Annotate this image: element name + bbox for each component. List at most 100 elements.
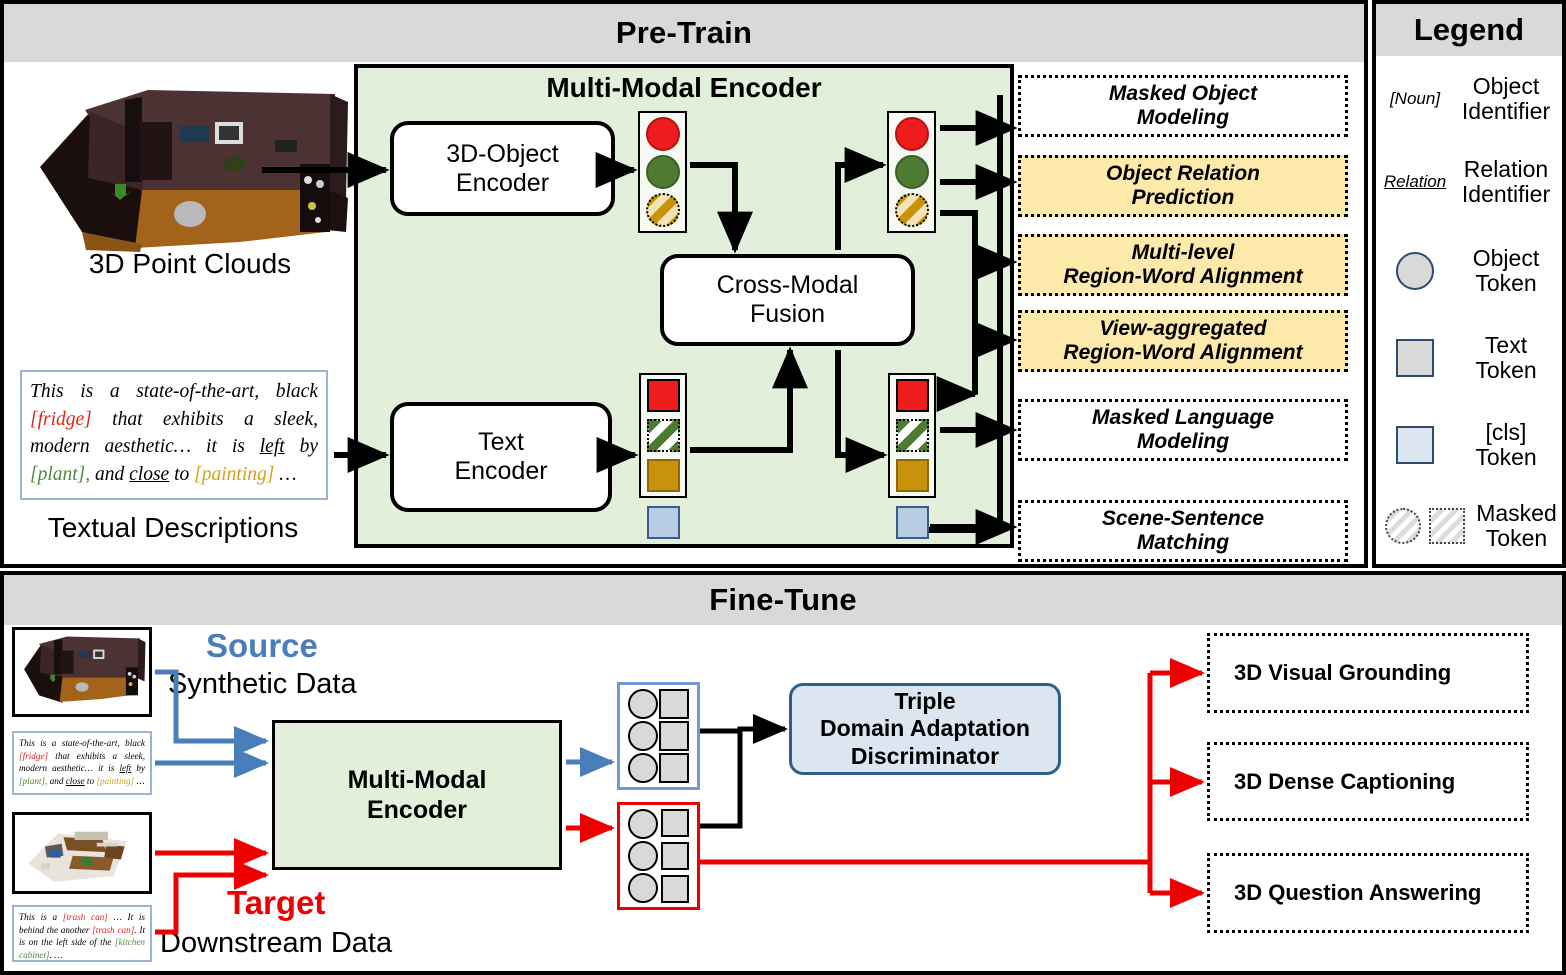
target-description-box: This is a [trash can] … It is behind the…	[12, 905, 152, 962]
domain-adaptation-discriminator-box[interactable]: Triple Domain Adaptation Discriminator	[789, 683, 1061, 775]
noun-bracket-icon: [Noun]	[1389, 89, 1441, 108]
object-token-stack-right	[887, 111, 936, 233]
target-object-token	[628, 841, 659, 871]
tgt-desc-seg1: This is a	[19, 912, 63, 922]
object-token-stack-left	[638, 111, 687, 233]
task-masked-object-modeling[interactable]: Masked Object Modeling	[1018, 75, 1348, 137]
src-desc-seg6: …	[134, 776, 145, 787]
text-token-icon	[1378, 339, 1452, 377]
source-object-token	[627, 689, 658, 719]
legend-label-text-token: Text Token	[1475, 331, 1537, 383]
object-token-green	[645, 155, 680, 189]
object-token-green-out	[894, 155, 929, 189]
text-token-red-out	[895, 379, 929, 412]
point-cloud-image	[30, 72, 350, 257]
task-view-aggregated-region-word-alignment[interactable]: View-aggregated Region-Word Alignment	[1018, 310, 1348, 372]
masked-object-token-out	[894, 193, 929, 227]
legend-item-object-token: Object Token	[1378, 235, 1560, 307]
masked-text-token	[646, 419, 680, 452]
cls-token-left	[647, 506, 680, 539]
target-object-token	[628, 809, 659, 839]
legend-title-bar: Legend	[1376, 4, 1562, 56]
object-token-icon	[1378, 252, 1452, 290]
desc-seg2: that exhibits a sleek, modern aesthetic……	[30, 408, 318, 458]
textual-description-box: This is a state-of-the-art, black [fridg…	[20, 370, 328, 500]
target-text-token	[660, 875, 689, 903]
multi-modal-encoder-title: Multi-Modal Encoder	[546, 72, 822, 103]
finetune-title: Fine-Tune	[709, 582, 857, 617]
desc-seg1: This is a state-of-the-art, black	[30, 381, 318, 402]
target-object-token	[628, 873, 659, 903]
desc-seg5: to	[169, 464, 195, 486]
text-token-gold-out	[895, 459, 929, 492]
text-token-red	[646, 379, 680, 412]
source-scene-image	[12, 627, 152, 717]
src-desc-painting: [painting]	[96, 776, 135, 787]
task-masked-language-modeling[interactable]: Masked Language Modeling	[1018, 399, 1348, 461]
object-token-red-out	[894, 117, 929, 151]
object-token-red	[645, 117, 680, 151]
downstream-task-3d-question-answering[interactable]: 3D Question Answering	[1207, 853, 1529, 933]
text-token-stack-left	[639, 373, 687, 498]
legend-label-cls-token: [cls] Token	[1475, 418, 1537, 470]
desc-noun-fridge: [fridge]	[30, 408, 92, 430]
task-scene-sentence-matching[interactable]: Scene-Sentence Matching	[1018, 500, 1348, 562]
cross-modal-fusion-box[interactable]: Cross-Modal Fusion	[660, 254, 915, 346]
desc-relation-close: close	[129, 464, 170, 486]
masked-text-token-out	[895, 419, 929, 452]
tgt-desc-seg2: … It is behind the another	[19, 912, 145, 935]
source-text-token	[659, 753, 690, 783]
task-multi-level-region-word-alignment[interactable]: Multi-level Region-Word Alignment	[1018, 234, 1348, 296]
desc-relation-left: left	[259, 436, 285, 458]
target-token-group	[617, 802, 700, 910]
masked-object-token	[645, 193, 680, 227]
src-desc-seg4: and	[47, 776, 66, 787]
text-encoder-box[interactable]: Text Encoder	[390, 402, 612, 512]
pretrain-title-bar: Pre-Train	[4, 4, 1364, 62]
target-sublabel: Downstream Data	[160, 927, 393, 959]
src-desc-seg2: that exhibits a sleek, modern aesthetic……	[19, 750, 145, 774]
finetune-title-bar: Fine-Tune	[4, 575, 1562, 625]
target-text-token	[660, 842, 689, 870]
tgt-desc-seg4: . …	[49, 950, 63, 961]
cls-token-icon	[1378, 426, 1452, 464]
legend-item-object-identifier: [Noun] Object Identifier	[1378, 63, 1560, 135]
legend-item-cls-token: [cls] Token	[1378, 409, 1560, 481]
pretrain-title: Pre-Train	[615, 15, 753, 50]
cls-token-right	[896, 506, 929, 539]
target-label: Target	[227, 884, 326, 921]
masked-token-icon	[1378, 508, 1473, 544]
src-desc-seg1: This is a state-of-the-art, black	[19, 738, 145, 748]
src-desc-plant: [plant],	[19, 776, 48, 787]
source-object-token	[627, 721, 658, 751]
src-desc-seg5: to	[84, 776, 97, 787]
task-object-relation-prediction[interactable]: Object Relation Prediction	[1018, 155, 1348, 217]
source-sublabel: Synthetic Data	[168, 668, 357, 700]
target-scene-image	[12, 812, 152, 894]
desc-noun-painting: [painting]	[194, 464, 275, 486]
tgt-desc-trash1: [trash can]	[62, 912, 108, 922]
legend-label-masked-token: Masked Token	[1476, 499, 1557, 551]
text-token-stack-right	[888, 373, 936, 498]
downstream-task-3d-dense-captioning[interactable]: 3D Dense Captioning	[1207, 742, 1529, 821]
desc-seg6: …	[274, 464, 297, 486]
textual-description-caption: Textual Descriptions	[47, 512, 299, 543]
tgt-desc-seg3: . It is on the left side of the	[19, 924, 145, 948]
desc-seg3: by	[284, 436, 318, 458]
legend-title: Legend	[1413, 12, 1525, 47]
object-encoder-box[interactable]: 3D-Object Encoder	[390, 121, 615, 216]
desc-noun-plant: [plant],	[30, 464, 91, 486]
source-object-token	[627, 753, 658, 783]
legend-label-relation-identifier: Relation Identifier	[1461, 155, 1551, 207]
finetune-encoder-box[interactable]: Multi-Modal Encoder	[272, 720, 562, 870]
legend-label-object-token: Object Token	[1472, 244, 1540, 296]
source-token-group	[617, 682, 700, 790]
point-cloud-caption: 3D Point Clouds	[88, 248, 292, 279]
source-text-token	[659, 689, 690, 719]
tgt-desc-trash2: [trash can]	[92, 924, 135, 935]
source-description-box: This is a state-of-the-art, black [fridg…	[12, 731, 152, 795]
desc-seg4: and	[90, 464, 130, 486]
downstream-task-3d-visual-grounding[interactable]: 3D Visual Grounding	[1207, 633, 1529, 713]
legend-item-relation-identifier: Relation Relation Identifier	[1378, 146, 1560, 218]
src-desc-fridge: [fridge]	[19, 750, 49, 761]
